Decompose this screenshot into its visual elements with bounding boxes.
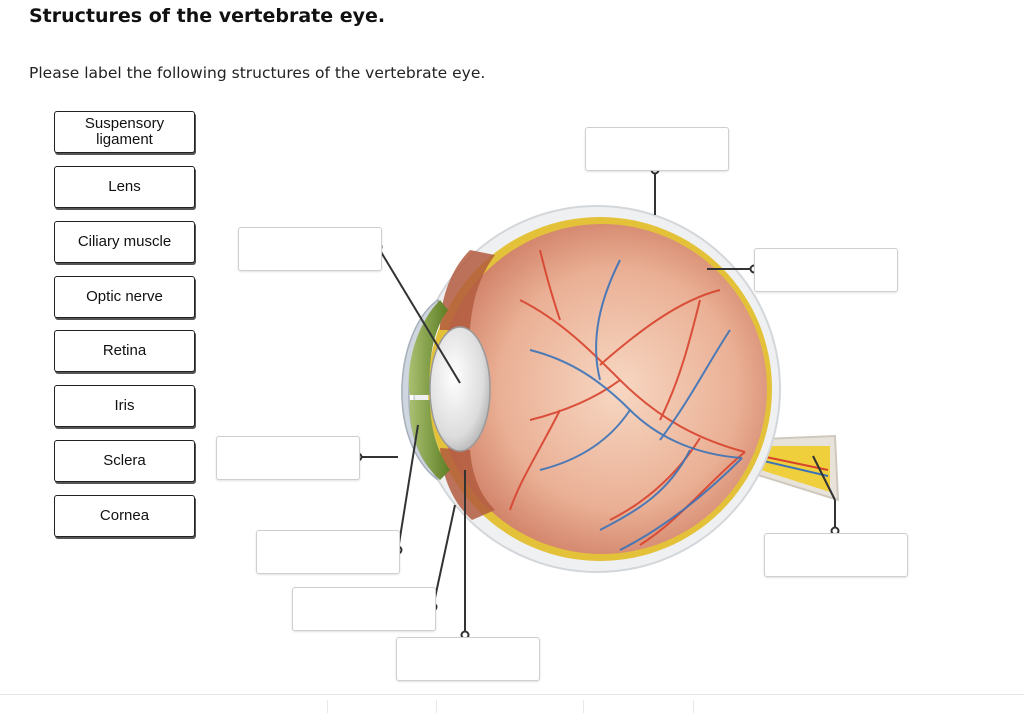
drop-zone-upper-right[interactable]	[754, 248, 898, 292]
term-iris[interactable]: Iris	[54, 385, 195, 427]
footer-tick	[583, 700, 584, 713]
drop-zone-bottom[interactable]	[396, 637, 540, 681]
drop-zone-middle-left[interactable]	[216, 436, 360, 480]
iris-shape	[408, 300, 448, 395]
term-sclera[interactable]: Sclera	[54, 440, 195, 482]
footer-tick	[693, 700, 694, 713]
term-cornea[interactable]: Cornea	[54, 495, 195, 537]
drop-zone-lower-left[interactable]	[256, 530, 400, 574]
drop-zone-bottom-left[interactable]	[292, 587, 436, 631]
page-title: Structures of the vertebrate eye.	[29, 5, 386, 27]
footer-tick	[436, 700, 437, 713]
lens-shape	[429, 326, 491, 452]
drop-zone-top[interactable]	[585, 127, 729, 171]
retina-shape	[437, 224, 767, 554]
instructions: Please label the following structures of…	[29, 64, 486, 82]
footer-divider	[0, 694, 1024, 695]
term-retina[interactable]: Retina	[54, 330, 195, 372]
term-ciliary-muscle[interactable]: Ciliary muscle	[54, 221, 195, 263]
drop-zone-lower-right[interactable]	[764, 533, 908, 577]
term-suspensory-ligament[interactable]: Suspensory ligament	[54, 111, 195, 153]
term-optic-nerve[interactable]: Optic nerve	[54, 276, 195, 318]
footer-tick	[327, 700, 328, 713]
term-lens[interactable]: Lens	[54, 166, 195, 208]
drop-zone-upper-left[interactable]	[238, 227, 382, 271]
